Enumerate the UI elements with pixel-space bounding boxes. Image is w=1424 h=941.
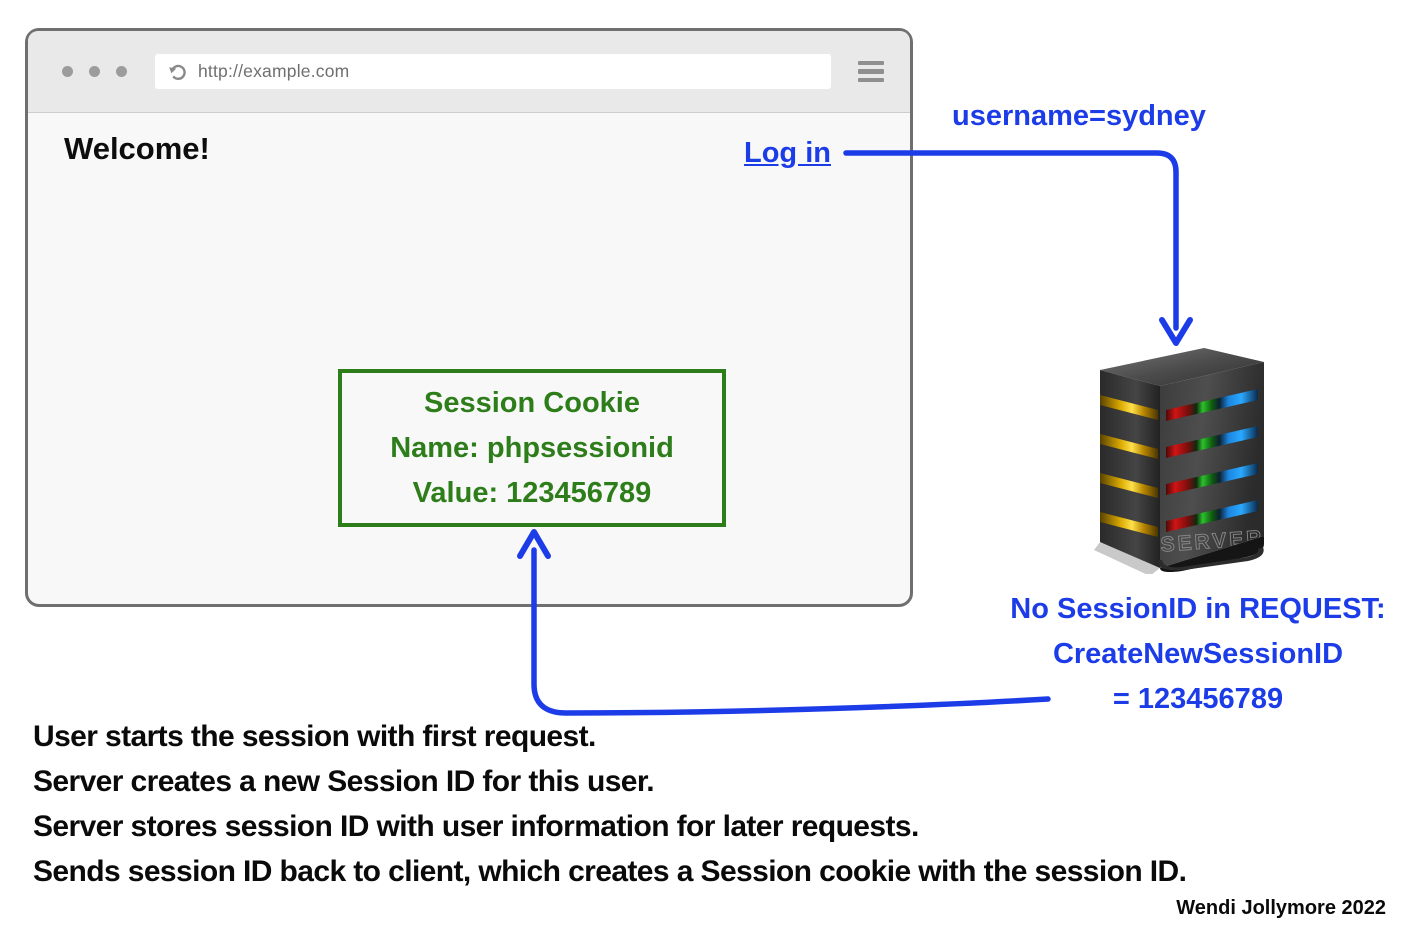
note-line: Server creates a new Session ID for this… — [33, 765, 655, 798]
window-dots-icon[interactable] — [62, 66, 127, 77]
window-dot[interactable] — [116, 66, 127, 77]
request-annotation: username=sydney — [952, 100, 1206, 132]
welcome-heading: Welcome! — [64, 131, 210, 166]
session-cookie-box: Session Cookie Name: phpsessionid Value:… — [338, 369, 726, 527]
server-response-annotation: No SessionID in REQUEST: CreateNewSessio… — [988, 587, 1408, 722]
response-line: = 123456789 — [1112, 683, 1284, 715]
arrow-login-to-server-head — [1159, 317, 1193, 346]
server-icon: SERVER — [1094, 348, 1266, 574]
window-dot[interactable] — [62, 66, 73, 77]
response-line: CreateNewSessionID — [1052, 638, 1344, 670]
window-dot[interactable] — [89, 66, 100, 77]
url-bar[interactable]: http://example.com — [155, 54, 831, 89]
browser-window: http://example.com Welcome! Log in Sessi… — [25, 28, 913, 607]
note-line: Sends session ID back to client, which c… — [33, 855, 1187, 888]
browser-toolbar: http://example.com — [28, 31, 910, 113]
author-credit: Wendi Jollymore 2022 — [1176, 897, 1386, 919]
note-line: Server stores session ID with user infor… — [33, 810, 919, 843]
response-line: No SessionID in REQUEST: — [1010, 593, 1386, 625]
cookie-name-line: Name: phpsessionid — [390, 431, 674, 464]
explanation-notes: User starts the session with first reque… — [33, 714, 1187, 894]
menu-icon[interactable] — [858, 60, 884, 83]
cookie-title: Session Cookie — [424, 386, 640, 419]
refresh-icon[interactable] — [168, 62, 188, 82]
cookie-value-line: Value: 123456789 — [412, 476, 652, 509]
login-link[interactable]: Log in — [744, 137, 831, 169]
note-line: User starts the session with first reque… — [33, 720, 596, 753]
url-text: http://example.com — [198, 61, 350, 81]
